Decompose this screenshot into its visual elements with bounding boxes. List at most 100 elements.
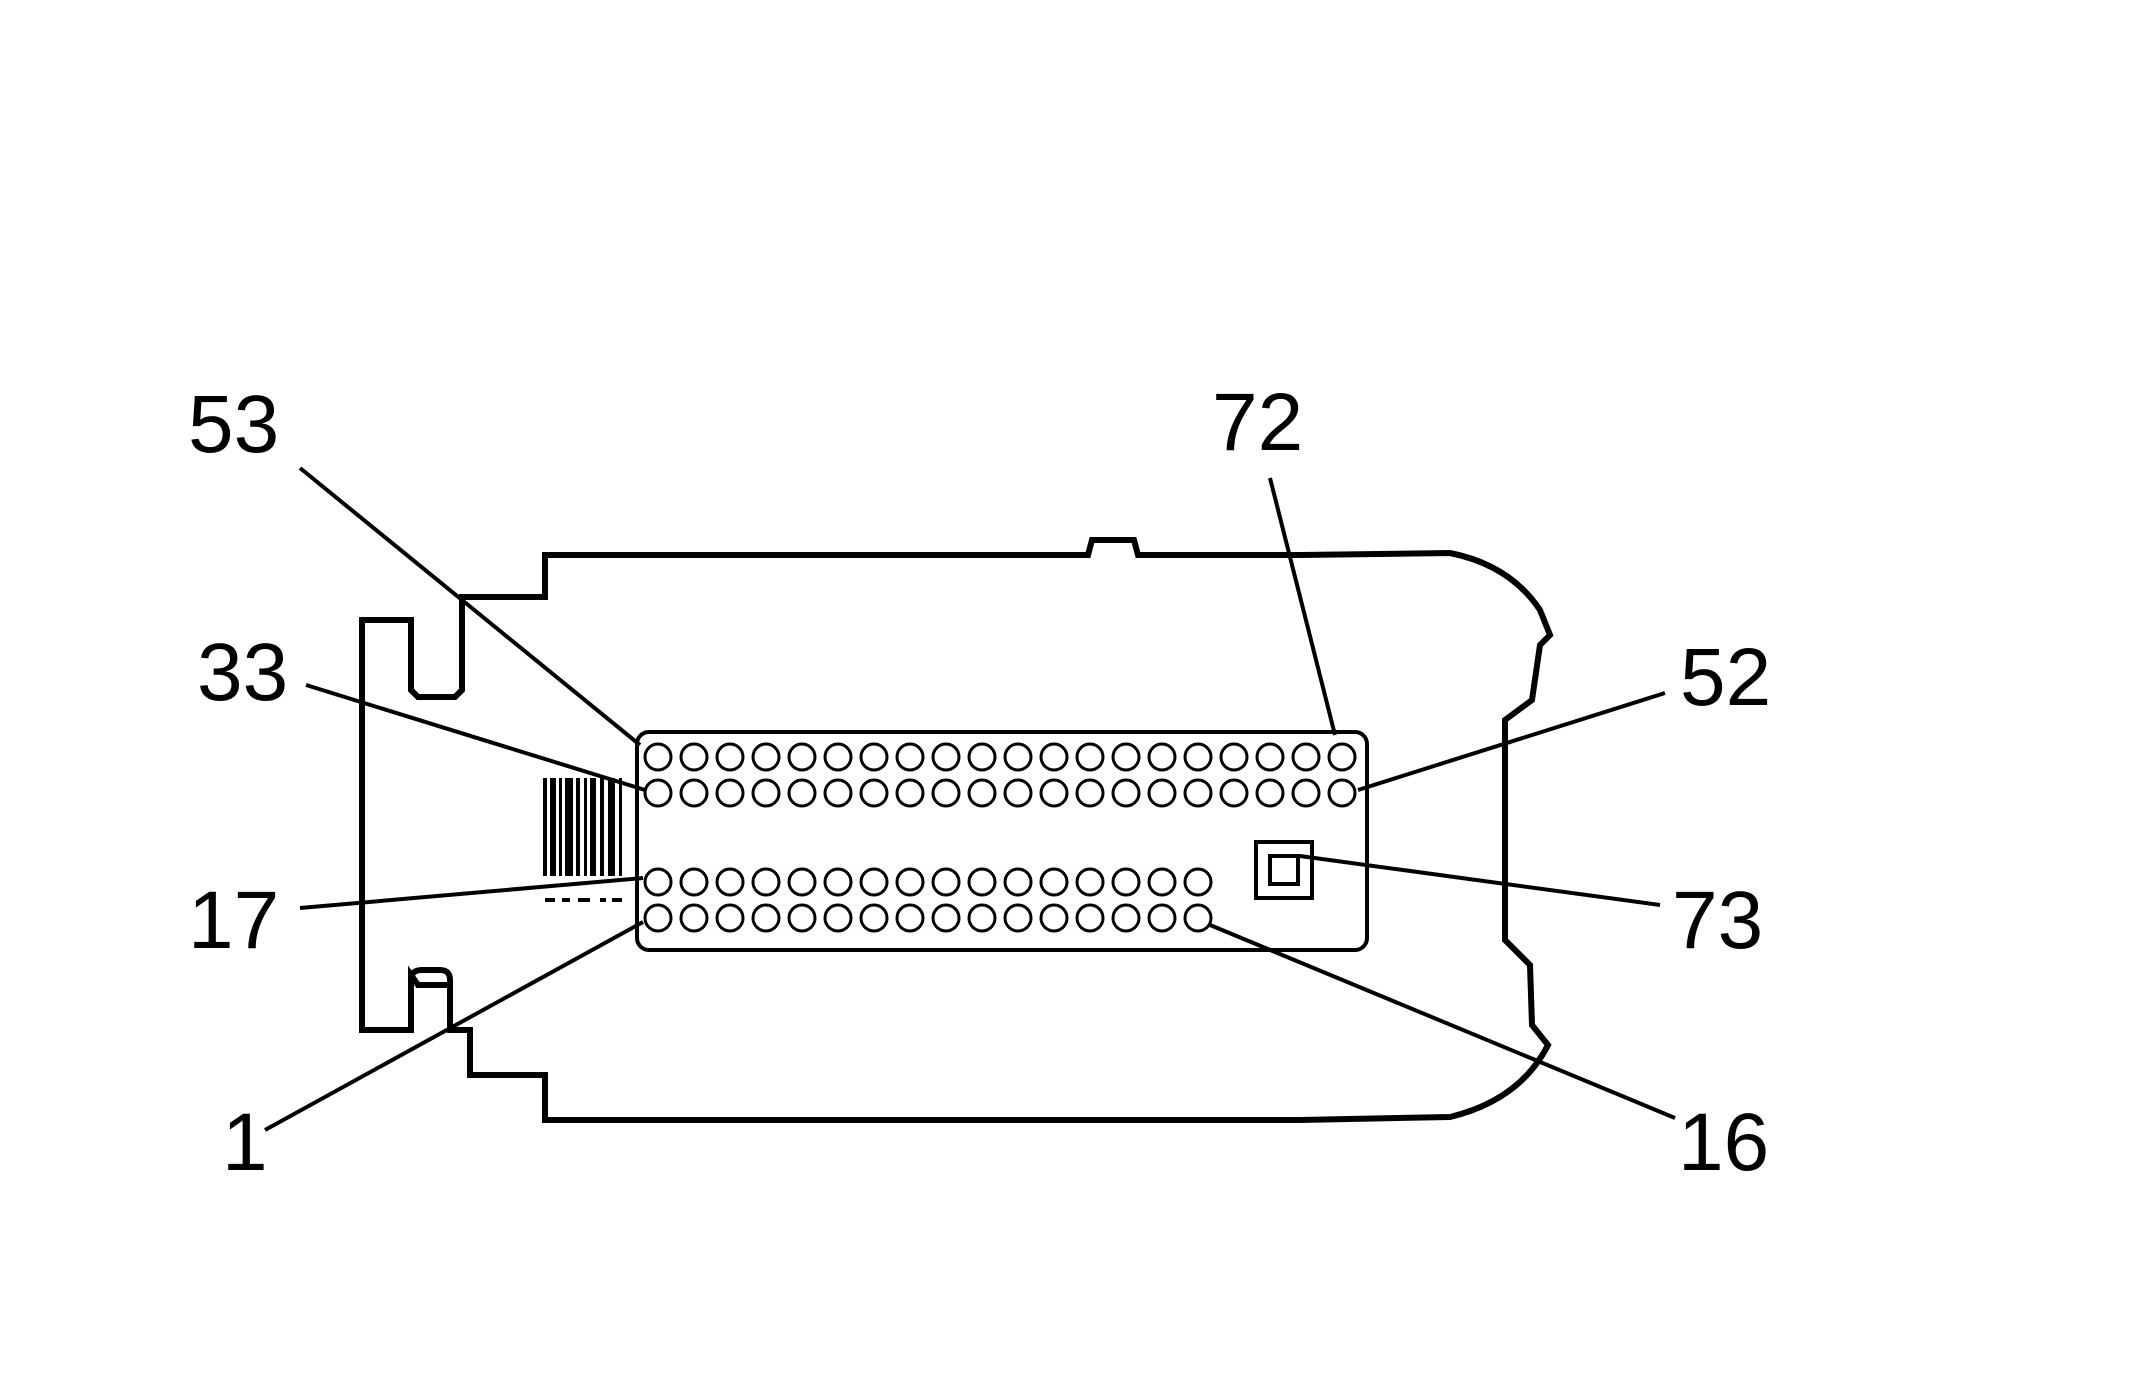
pin-row-second-17	[1219, 778, 1249, 808]
pin-row-third-16	[1183, 867, 1213, 897]
barcode-dash	[578, 898, 590, 902]
pin-row-top-12	[1039, 742, 1069, 772]
pin-row-second-11	[1003, 778, 1033, 808]
barcode-dash	[612, 898, 622, 902]
pin-row-bottom-5	[787, 903, 817, 933]
pin-row-second-15	[1147, 778, 1177, 808]
pin-row-second-12	[1039, 778, 1069, 808]
pin-row-third-11	[1003, 867, 1033, 897]
pin-row-second-18	[1255, 778, 1285, 808]
pin-row-third-9	[931, 867, 961, 897]
pin-row-second-13	[1075, 778, 1105, 808]
barcode-bar	[565, 778, 573, 876]
pin-row-top-15	[1147, 742, 1177, 772]
barcode-bar	[559, 778, 562, 876]
pin-row-bottom-4	[751, 903, 781, 933]
callout-72: 72	[1212, 377, 1303, 468]
barcode-dash	[600, 898, 606, 902]
pin-73-key	[1254, 840, 1314, 900]
callout-33: 33	[197, 627, 288, 718]
leader-73	[1299, 854, 1661, 907]
barcode-bar	[543, 778, 547, 876]
pin-row-top-16	[1183, 742, 1213, 772]
callout-16: 16	[1678, 1097, 1769, 1188]
connector-face	[635, 730, 1369, 952]
pin-row-third-5	[787, 867, 817, 897]
barcode-bar	[608, 778, 615, 876]
barcode-bar	[584, 778, 587, 876]
leader-lines	[264, 466, 1676, 1132]
pin-row-third-6	[823, 867, 853, 897]
pin-row-second-8	[895, 778, 925, 808]
pin-row-bottom-2	[679, 903, 709, 933]
pin-row-bottom-9	[931, 903, 961, 933]
leader-72	[1268, 477, 1337, 736]
pin-row-third-2	[679, 867, 709, 897]
pin-row-top-4	[751, 742, 781, 772]
pin-row-top-18	[1255, 742, 1285, 772]
pin-row-third-13	[1075, 867, 1105, 897]
pin-array	[643, 742, 1357, 933]
pin-row-top-5	[787, 742, 817, 772]
leader-33	[305, 683, 646, 792]
pin-row-second-4	[751, 778, 781, 808]
pin-row-second-5	[787, 778, 817, 808]
barcode-bar	[590, 778, 596, 876]
pin-row-bottom-6	[823, 903, 853, 933]
pin-row-top-19	[1291, 742, 1321, 772]
pin-row-second-7	[859, 778, 889, 808]
pin-row-bottom-7	[859, 903, 889, 933]
pin-row-top-17	[1219, 742, 1249, 772]
pin-row-second-3	[715, 778, 745, 808]
pin-row-bottom-11	[1003, 903, 1033, 933]
callout-17: 17	[188, 875, 279, 966]
pin-row-top-9	[931, 742, 961, 772]
pin-row-second-9	[931, 778, 961, 808]
barcode-bar	[550, 778, 556, 876]
pin-row-bottom-10	[967, 903, 997, 933]
pin-row-top-3	[715, 742, 745, 772]
pin-row-bottom-14	[1111, 903, 1141, 933]
key-inner-square	[1268, 854, 1300, 886]
pin-row-top-13	[1075, 742, 1105, 772]
pin-row-bottom-3	[715, 903, 745, 933]
pin-row-top-8	[895, 742, 925, 772]
pin-row-top-14	[1111, 742, 1141, 772]
callout-73: 73	[1672, 875, 1763, 966]
pin-row-top-11	[1003, 742, 1033, 772]
callout-1: 1	[222, 1097, 268, 1188]
pin-row-bottom-16	[1183, 903, 1213, 933]
pin-row-top-1	[643, 742, 673, 772]
barcode-dash	[545, 898, 555, 902]
leader-17	[299, 876, 644, 910]
pin-row-top-10	[967, 742, 997, 772]
barcode-label	[543, 778, 622, 902]
latch-slot-bottom	[408, 967, 453, 1030]
callout-53: 53	[188, 379, 279, 470]
pin-row-bottom-12	[1039, 903, 1069, 933]
callout-labels: 53 72 33 52 17 73 1 16	[188, 377, 1771, 1188]
pin-row-top-20	[1327, 742, 1357, 772]
pin-row-third-10	[967, 867, 997, 897]
pin-row-third-8	[895, 867, 925, 897]
pin-row-second-1	[643, 778, 673, 808]
barcode-bar	[600, 778, 604, 876]
barcode-bar	[576, 778, 580, 876]
barcode-bar	[619, 778, 622, 876]
pin-row-bottom-13	[1075, 903, 1105, 933]
pin-row-third-1	[643, 867, 673, 897]
leader-52	[1357, 691, 1666, 792]
pin-row-top-7	[859, 742, 889, 772]
pin-row-second-16	[1183, 778, 1213, 808]
pin-row-third-3	[715, 867, 745, 897]
pin-row-bottom-15	[1147, 903, 1177, 933]
pin-row-second-20	[1327, 778, 1357, 808]
pin-row-second-14	[1111, 778, 1141, 808]
pin-row-top-6	[823, 742, 853, 772]
pin-row-third-7	[859, 867, 889, 897]
pin-row-bottom-8	[895, 903, 925, 933]
pin-row-third-4	[751, 867, 781, 897]
leader-53	[298, 466, 642, 747]
leader-16	[1209, 923, 1676, 1120]
